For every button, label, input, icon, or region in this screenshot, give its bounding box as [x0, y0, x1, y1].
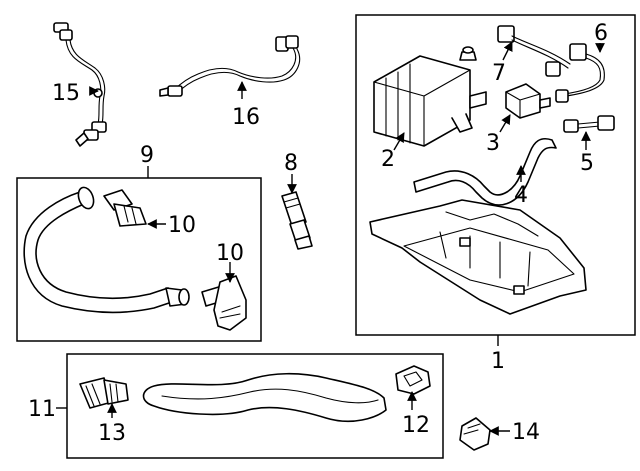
- callout-7: 7: [492, 61, 506, 86]
- bracket-1: [369, 199, 587, 315]
- callout-6: 6: [594, 21, 608, 46]
- harness-6: [555, 43, 605, 103]
- connector-12: [395, 365, 431, 395]
- callout-16: 16: [232, 105, 260, 130]
- callout-13: 13: [98, 421, 126, 446]
- group-box-canister: [355, 14, 636, 336]
- group-box-hose-11: [66, 353, 444, 459]
- callout-12: 12: [402, 413, 430, 438]
- hose-9: [23, 186, 190, 314]
- harness-5: [563, 115, 615, 133]
- callout-1: 1: [491, 349, 505, 374]
- grommet: [459, 46, 477, 61]
- callout-5: 5: [580, 151, 594, 176]
- callout-10-lower: 10: [216, 241, 244, 266]
- canister-2: [373, 55, 487, 147]
- oxygen-sensor-16: [159, 35, 301, 97]
- valve-8: [281, 191, 313, 250]
- connector-10-lower: [201, 275, 247, 331]
- callout-8: 8: [284, 151, 298, 176]
- callout-14: 14: [512, 420, 540, 445]
- callout-4: 4: [514, 183, 528, 208]
- callout-9: 9: [140, 143, 154, 168]
- callout-15: 15: [52, 81, 80, 106]
- callout-3: 3: [486, 131, 500, 156]
- callout-2: 2: [381, 147, 395, 172]
- connector-10-upper: [103, 189, 147, 227]
- solenoid-3: [505, 83, 551, 119]
- fitting-13: [79, 377, 129, 409]
- hose-11: [142, 372, 387, 423]
- harness-7: [497, 25, 571, 77]
- callout-11: 11: [28, 397, 56, 422]
- callout-10-upper: 10: [168, 213, 196, 238]
- connector-14: [459, 417, 491, 451]
- tube-4: [413, 137, 557, 206]
- group-box-hose-9: [16, 177, 262, 342]
